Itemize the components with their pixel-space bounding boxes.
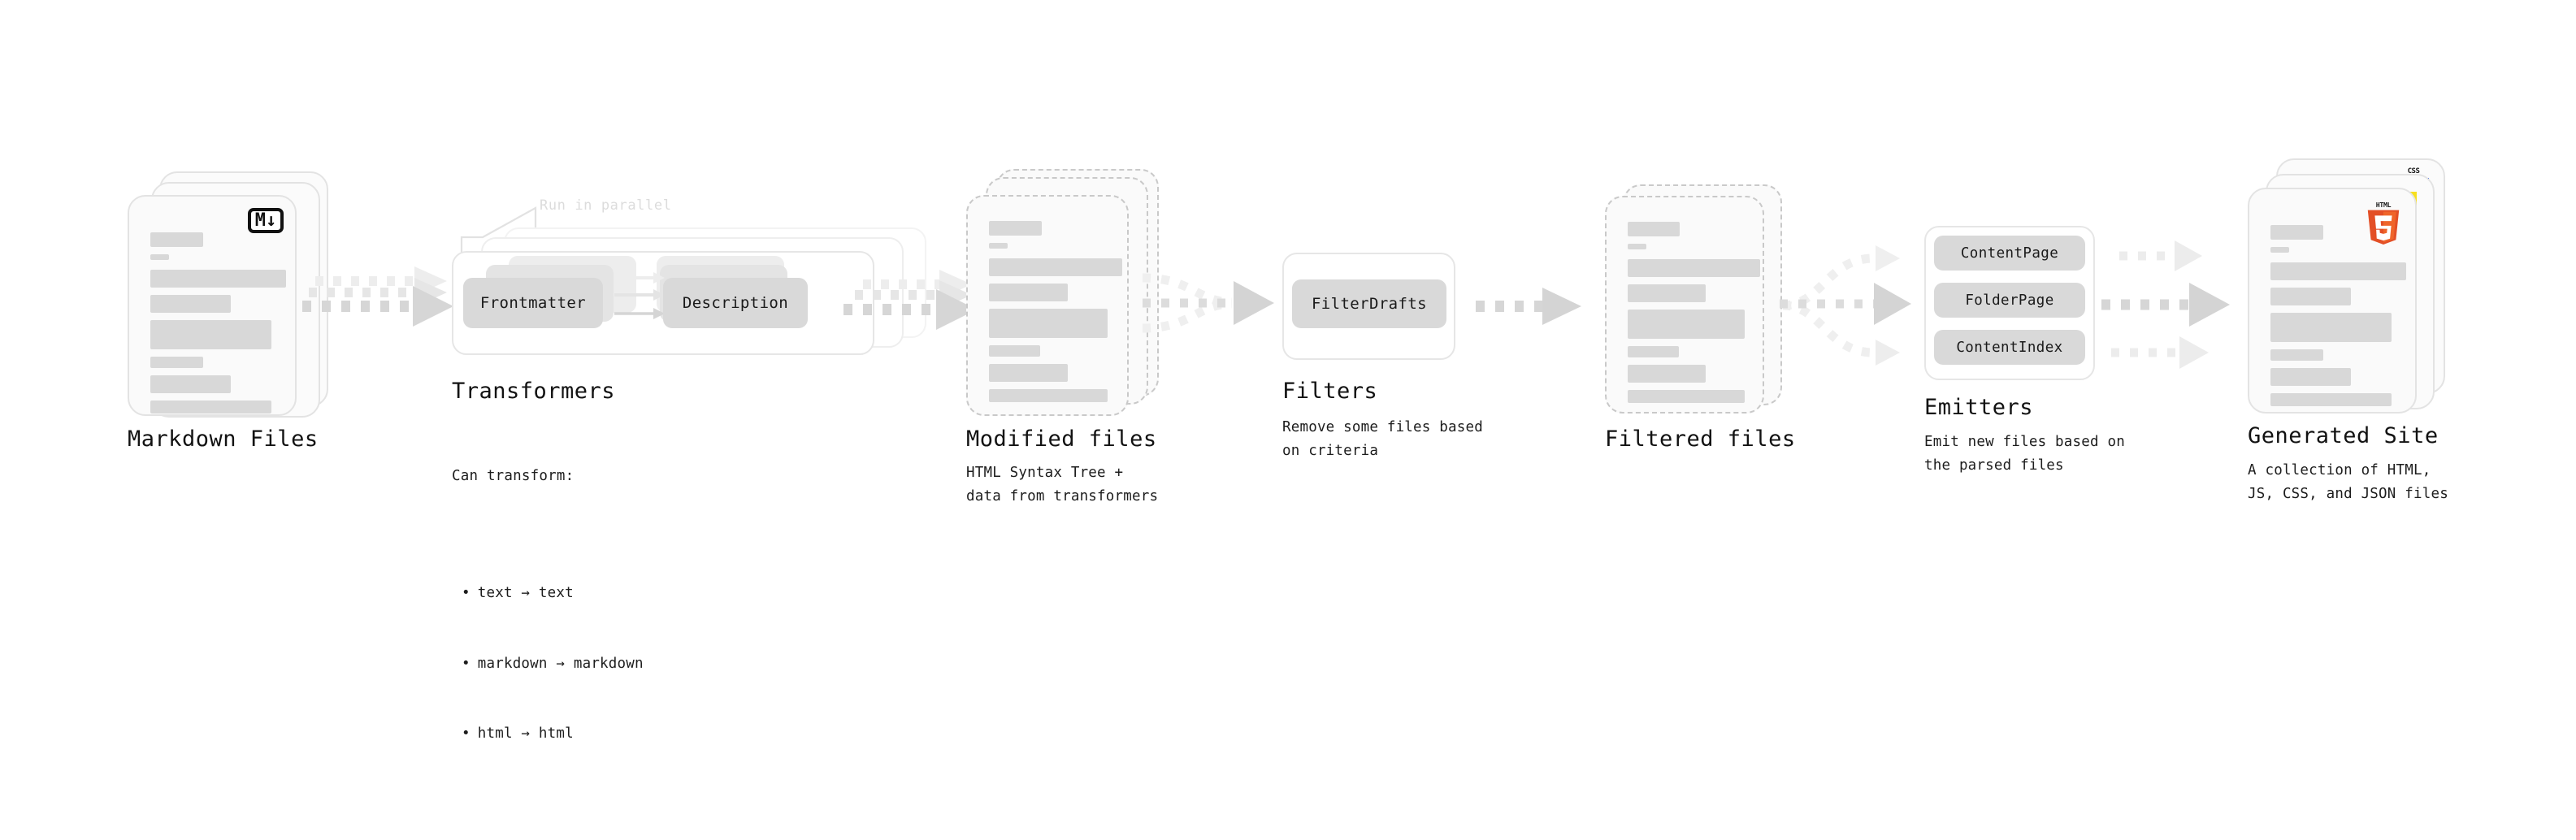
page-title-modified-files: Modified files <box>966 426 1157 452</box>
skeleton-bars <box>150 232 286 421</box>
transformer-chip-description[interactable]: Description <box>663 278 808 328</box>
emitter-chip-contentpage[interactable]: ContentPage <box>1934 236 2085 271</box>
parallel-note: Run in parallel <box>540 197 672 214</box>
generated-site-description: A collection of HTML, JS, CSS, and JSON … <box>2248 462 2448 502</box>
filter-chip-filterdrafts[interactable]: FilterDrafts <box>1292 279 1446 328</box>
markdown-icon: M↓ <box>248 208 284 233</box>
page-title-filters: Filters <box>1282 379 1378 404</box>
html5-icon: HTML <box>2367 201 2400 245</box>
skeleton-bars <box>2270 225 2406 414</box>
transformers-description-head: Can transform: <box>452 467 575 484</box>
filtered-file-card-front <box>1605 196 1764 414</box>
emitter-chip-folderpage-label: FolderPage <box>1965 292 2054 309</box>
emitter-chip-folderpage[interactable]: FolderPage <box>1934 283 2085 318</box>
transformers-description: Can transform: text → text markdown → ma… <box>452 418 644 840</box>
filters-description: Remove some files based on criteria <box>1282 419 1483 459</box>
modified-file-card-front <box>966 195 1129 416</box>
transformer-chip-frontmatter-label: Frontmatter <box>479 294 587 312</box>
emitters-description: Emit new files based on the parsed files <box>1924 434 2125 474</box>
page-title-filtered-files: Filtered files <box>1605 426 1796 452</box>
diagram-canvas: M↓ Markdown Files <box>0 0 2576 681</box>
arrow-emitters-to-site <box>2101 240 2230 369</box>
list-item: text → text <box>462 582 644 605</box>
arrow-filters-to-filtered <box>1476 288 1581 325</box>
list-item: html → html <box>462 722 644 746</box>
page-title-markdown-files: Markdown Files <box>128 426 319 452</box>
arrow-filtered-to-emitters <box>1780 245 1911 366</box>
site-file-card-html: HTML <box>2248 188 2417 414</box>
filter-chip-filterdrafts-label: FilterDrafts <box>1311 295 1428 313</box>
page-title-emitters: Emitters <box>1924 395 2034 420</box>
page-title-transformers: Transformers <box>452 379 616 404</box>
markdown-icon-glyph: M↓ <box>254 210 277 231</box>
emitter-chip-contentindex-label: ContentIndex <box>1956 339 2063 356</box>
list-item: markdown → markdown <box>462 652 644 676</box>
svg-text:HTML: HTML <box>2376 201 2392 209</box>
markdown-file-card-front: M↓ <box>128 195 297 416</box>
transformers-capability-list: text → text markdown → markdown html → h… <box>452 535 644 793</box>
transformer-chip-description-label: Description <box>682 294 789 312</box>
modified-files-description: HTML Syntax Tree + data from transformer… <box>966 465 1159 504</box>
skeleton-bars <box>989 221 1122 409</box>
skeleton-bars <box>1628 222 1760 410</box>
emitter-chip-contentindex[interactable]: ContentIndex <box>1934 330 2085 365</box>
css-icon-label: CSS <box>2407 167 2420 175</box>
transformer-chip-frontmatter[interactable]: Frontmatter <box>463 278 603 328</box>
emitter-chip-contentpage-label: ContentPage <box>1960 245 2059 262</box>
page-title-generated-site: Generated Site <box>2248 423 2439 448</box>
